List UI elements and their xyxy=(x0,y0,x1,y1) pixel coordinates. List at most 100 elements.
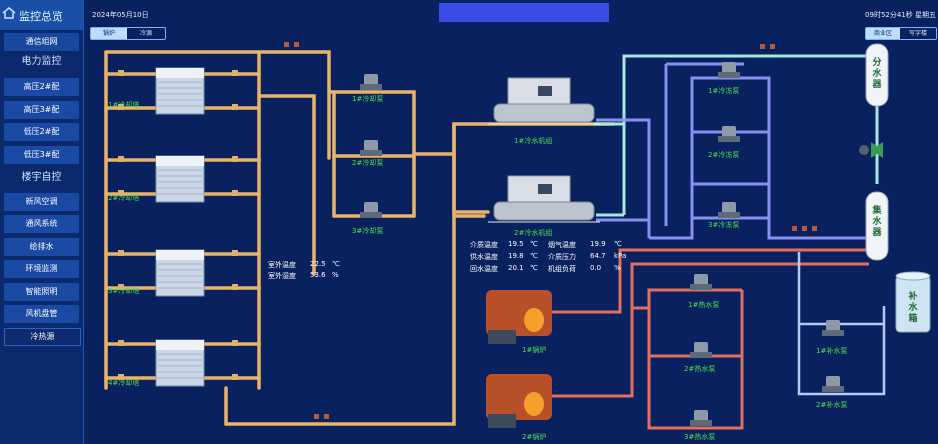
boiler-1[interactable] xyxy=(486,290,552,344)
cooling-pump-3[interactable] xyxy=(360,202,382,218)
sidebar-item-hv2[interactable]: 高压2#配 xyxy=(4,78,79,96)
outdoor-temp-value: 22.5 xyxy=(310,260,326,268)
param-unit: ℃ xyxy=(530,264,538,272)
sidebar-group-bas[interactable]: 楼宇自控 xyxy=(21,172,62,183)
sidebar-header[interactable]: 监控总览 xyxy=(0,0,83,30)
sidebar-item-water[interactable]: 给排水 xyxy=(4,238,79,256)
toggle-office[interactable]: 写字楼 xyxy=(908,30,927,37)
hot-pump-2-label: 2#热水泵 xyxy=(684,365,716,373)
cooling-pump-2-label: 2#冷却泵 xyxy=(352,159,384,167)
toggle-commercial[interactable]: 商业区 xyxy=(866,28,900,39)
sidebar: 监控总览 通信组网 电力监控 高压2#配 高压3#配 低压2#配 低压3#配 楼… xyxy=(0,0,84,444)
time-display: 09时52分41秒 星期五 xyxy=(865,11,936,19)
boiler-2[interactable] xyxy=(486,374,552,428)
toggle-cold-source[interactable]: 冷源 xyxy=(139,30,152,37)
sidebar-item-lv2[interactable]: 低压2#配 xyxy=(4,123,79,141)
cooling-tower-1[interactable] xyxy=(155,67,205,115)
makeup-pump-1-label: 1#补水泵 xyxy=(816,347,848,355)
distributor-char-2: 水 xyxy=(872,69,882,79)
tower-2-label: 2#冷却塔 xyxy=(108,194,140,202)
cooling-tower-2[interactable] xyxy=(155,155,205,203)
sidebar-item-cold-heat[interactable]: 冷热源 xyxy=(4,328,81,346)
collector-char-2: 水 xyxy=(872,217,882,227)
param-unit: kPa xyxy=(614,252,627,260)
distributor-char-3: 器 xyxy=(872,80,882,90)
water-collector[interactable] xyxy=(865,191,889,261)
outdoor-humidity-unit: % xyxy=(332,271,339,279)
outdoor-humidity-value: 53.6 xyxy=(310,271,326,279)
tower-1-label: 1#冷却塔 xyxy=(108,101,140,109)
tank-char-3: 箱 xyxy=(908,314,918,324)
param-value: 0.0 xyxy=(590,264,602,272)
header-valve[interactable] xyxy=(859,142,883,158)
cooling-pump-2[interactable] xyxy=(360,140,382,156)
sidebar-item-lv3[interactable]: 低压3#配 xyxy=(4,146,79,164)
tank-char-2: 水 xyxy=(908,303,918,313)
sidebar-item-fresh-air[interactable]: 新风空调 xyxy=(4,193,79,211)
hot-pump-3[interactable] xyxy=(690,410,712,426)
makeup-pump-2[interactable] xyxy=(822,376,844,392)
param-name: 介质压力 xyxy=(548,253,576,261)
mode-toggle-right[interactable]: 商业区 写字楼 xyxy=(865,27,937,40)
hvac-diagram: 1#冷却塔 2#冷却塔 3#冷却塔 4#冷却塔 1#冷却泵 2#冷却泵 3#冷却… xyxy=(84,38,938,444)
cooling-tower-3[interactable] xyxy=(155,249,205,297)
frozen-pump-1[interactable] xyxy=(718,62,740,78)
frozen-pump-3-label: 3#冷冻泵 xyxy=(708,221,740,229)
water-distributor[interactable] xyxy=(865,43,889,107)
makeup-tank[interactable] xyxy=(895,271,931,333)
sidebar-item-lighting[interactable]: 智能照明 xyxy=(4,283,79,301)
param-name: 烟气温度 xyxy=(548,241,576,249)
tower-3-label: 3#冷却塔 xyxy=(108,287,140,295)
cooling-pump-3-label: 3#冷却泵 xyxy=(352,227,384,235)
boiler-2-label: 2#锅炉 xyxy=(522,433,547,441)
sidebar-group-power[interactable]: 电力监控 xyxy=(21,56,62,67)
cooling-tower-4[interactable] xyxy=(155,339,205,387)
param-name: 回水温度 xyxy=(470,265,498,273)
cooling-pump-1[interactable] xyxy=(360,74,382,90)
param-unit: ℃ xyxy=(530,252,538,260)
chilled-water-supply-pipes xyxy=(594,54,879,217)
param-name: 介质温度 xyxy=(470,241,498,249)
outdoor-temp-name: 室外温度 xyxy=(268,261,296,269)
collector-char-3: 器 xyxy=(872,228,882,238)
param-value: 19.9 xyxy=(590,240,606,248)
mode-toggle-left[interactable]: 锅炉 冷源 xyxy=(90,27,166,40)
param-name: 机组负荷 xyxy=(548,265,576,273)
collector-char-1: 集 xyxy=(872,206,882,216)
top-bar: 2024年05月10日 09时52分41秒 星期五 xyxy=(84,0,938,24)
distributor-char-1: 分 xyxy=(872,58,882,68)
chiller-1[interactable] xyxy=(488,77,600,125)
page-title-banner xyxy=(439,3,609,22)
toggle-boiler[interactable]: 锅炉 xyxy=(91,28,127,39)
small-dampers xyxy=(284,42,817,419)
hot-pump-3-label: 3#热水泵 xyxy=(684,433,716,441)
sidebar-item-hv3[interactable]: 高压3#配 xyxy=(4,101,79,119)
param-unit: ℃ xyxy=(614,240,622,248)
home-icon xyxy=(2,7,16,19)
sidebar-title: 监控总览 xyxy=(19,10,63,23)
sidebar-item-environment[interactable]: 环境监测 xyxy=(4,260,79,278)
outdoor-humidity-name: 室外湿度 xyxy=(268,272,296,280)
equipment-layer xyxy=(118,42,931,428)
cooling-pump-1-label: 1#冷却泵 xyxy=(352,95,384,103)
sidebar-item-ventilation[interactable]: 通风系统 xyxy=(4,215,79,233)
frozen-pump-1-label: 1#冷冻泵 xyxy=(708,87,740,95)
date-display: 2024年05月10日 xyxy=(92,11,149,19)
param-value: 19.5 xyxy=(508,240,524,248)
chiller-2[interactable] xyxy=(488,175,600,223)
sidebar-item-network[interactable]: 通信组网 xyxy=(4,33,79,51)
hot-pump-1-label: 1#热水泵 xyxy=(688,301,720,309)
param-name: 供水温度 xyxy=(470,253,498,261)
tank-char-1: 补 xyxy=(908,292,918,302)
chiller-2-label: 2#冷水机组 xyxy=(514,229,553,237)
sidebar-item-fan-coil[interactable]: 风机盘管 xyxy=(4,305,79,323)
makeup-pump-1[interactable] xyxy=(822,320,844,336)
param-value: 64.7 xyxy=(590,252,606,260)
boiler-1-label: 1#锅炉 xyxy=(522,346,547,354)
frozen-pump-3[interactable] xyxy=(718,202,740,218)
hot-pump-1[interactable] xyxy=(690,274,712,290)
frozen-pump-2-label: 2#冷冻泵 xyxy=(708,151,740,159)
frozen-pump-2[interactable] xyxy=(718,126,740,142)
hot-pump-2[interactable] xyxy=(690,342,712,358)
param-value: 20.1 xyxy=(508,264,524,272)
